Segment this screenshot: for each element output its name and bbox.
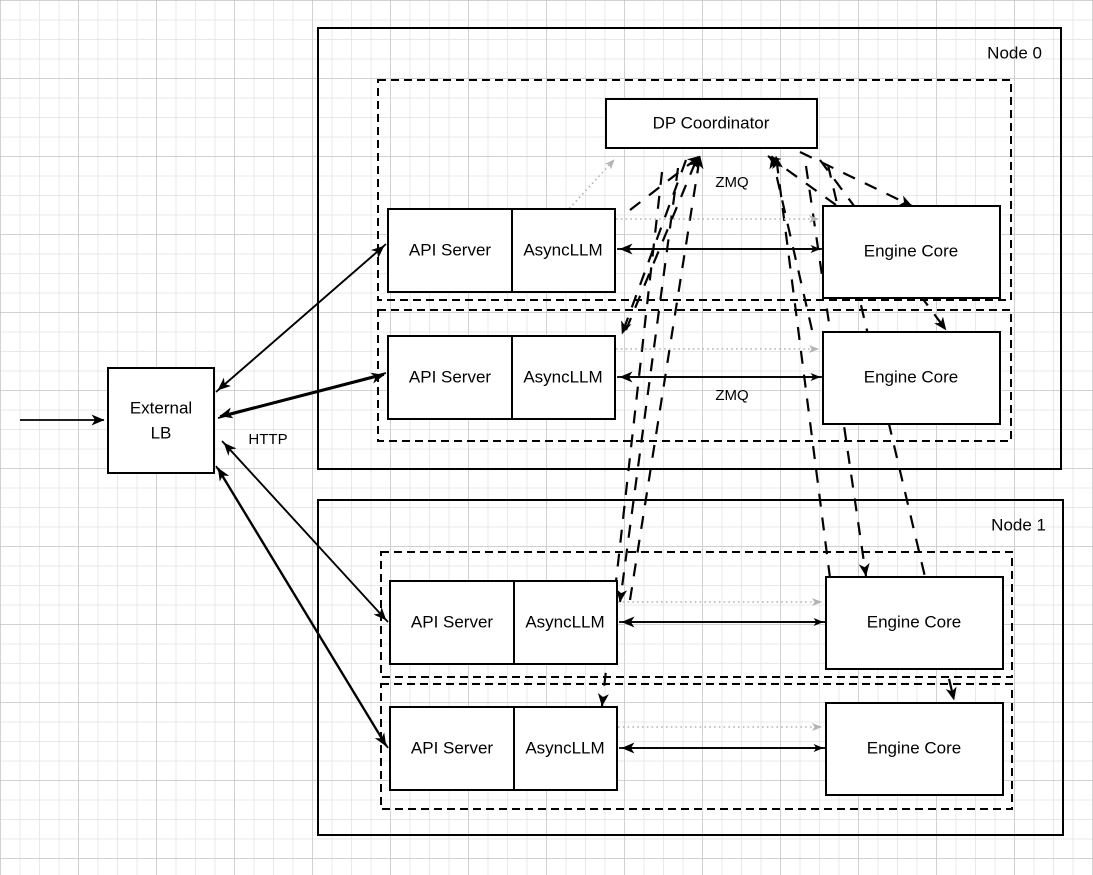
dashed-edge-async10-to-coordinator — [628, 155, 704, 601]
dp-coordinator-label: DP Coordinator — [653, 113, 770, 132]
dashed-edge-coordinator-to-engine10 — [804, 165, 870, 577]
node-0-asyncllm-label-1: AsyncLLM — [523, 367, 602, 386]
node-1-asyncllm-label-1: AsyncLLM — [525, 738, 604, 757]
node-1-api-server-box-1[interactable] — [389, 706, 618, 791]
node-0-api-server-box-1[interactable] — [387, 335, 616, 420]
solid-edge-node1-api0-to-lb — [223, 442, 389, 623]
node-1-asyncllm-label-0: AsyncLLM — [525, 612, 604, 631]
dashed-edge-engine01-to-coordinator — [769, 155, 814, 331]
node-1-label: Node 1 — [991, 515, 1046, 534]
node-1-engine-core-box-0[interactable] — [825, 576, 1004, 670]
dp-coordinator-box[interactable] — [605, 98, 818, 149]
node-1-frame — [317, 499, 1064, 836]
node-0-asyncllm-label-0: AsyncLLM — [523, 240, 602, 259]
node-0-api-server-box-0[interactable] — [387, 208, 616, 293]
dashed-edge-coordinator-to-async01 — [620, 159, 688, 335]
zmq-label-top: ZMQ — [715, 174, 748, 191]
node-0-frame — [317, 27, 1062, 470]
solid-edge-lb-to-node0-api1 — [217, 372, 385, 419]
http-label: HTTP — [248, 431, 287, 448]
external-lb-label-line1: External — [130, 398, 192, 417]
node-0-engine-core-box-1[interactable] — [822, 331, 1001, 425]
solid-edge-node0-api1-to-lb — [219, 372, 387, 419]
node-1-engine-core-label-1: Engine Core — [867, 738, 962, 757]
node-1-api-server-box-0[interactable] — [389, 580, 618, 665]
dashed-edge-coordinator-to-async10 — [616, 167, 680, 603]
external-lb-box[interactable] — [107, 367, 215, 474]
node-1-group-1-boundary — [380, 683, 1013, 810]
node-0-api-server-label-0: API Server — [409, 240, 492, 259]
dashed-edge-async00-to-coordinator — [629, 155, 701, 211]
node-1-api-server-label-0: API Server — [411, 612, 494, 631]
node-1-engine-core-box-1[interactable] — [825, 702, 1004, 796]
dashed-edge-async01-to-coordinator — [624, 155, 700, 331]
solid-edge-node0-api0-to-lb — [217, 243, 387, 391]
solid-edge-node1-api1-to-lb — [217, 467, 389, 749]
external-lb-label-line2: LB — [151, 423, 172, 442]
dashed-edge-coordinator-to-async11 — [597, 171, 664, 707]
node-0-group-0-boundary — [377, 79, 1012, 301]
node-0-engine-core-label-0: Engine Core — [864, 241, 959, 260]
node-0-api-server-label-1: API Server — [409, 367, 492, 386]
node-0-engine-core-label-1: Engine Core — [864, 367, 959, 386]
dotted-edge-async00-to-coordinator — [565, 159, 615, 213]
node-0-engine-core-box-0[interactable] — [822, 205, 1001, 299]
dashed-edge-coordinator-to-engine00 — [799, 151, 913, 207]
node-0-label: Node 0 — [987, 43, 1042, 62]
node-1-api-server-label-1: API Server — [411, 738, 494, 757]
zmq-label-second: ZMQ — [715, 387, 748, 404]
node-1-engine-core-label-0: Engine Core — [867, 612, 962, 631]
